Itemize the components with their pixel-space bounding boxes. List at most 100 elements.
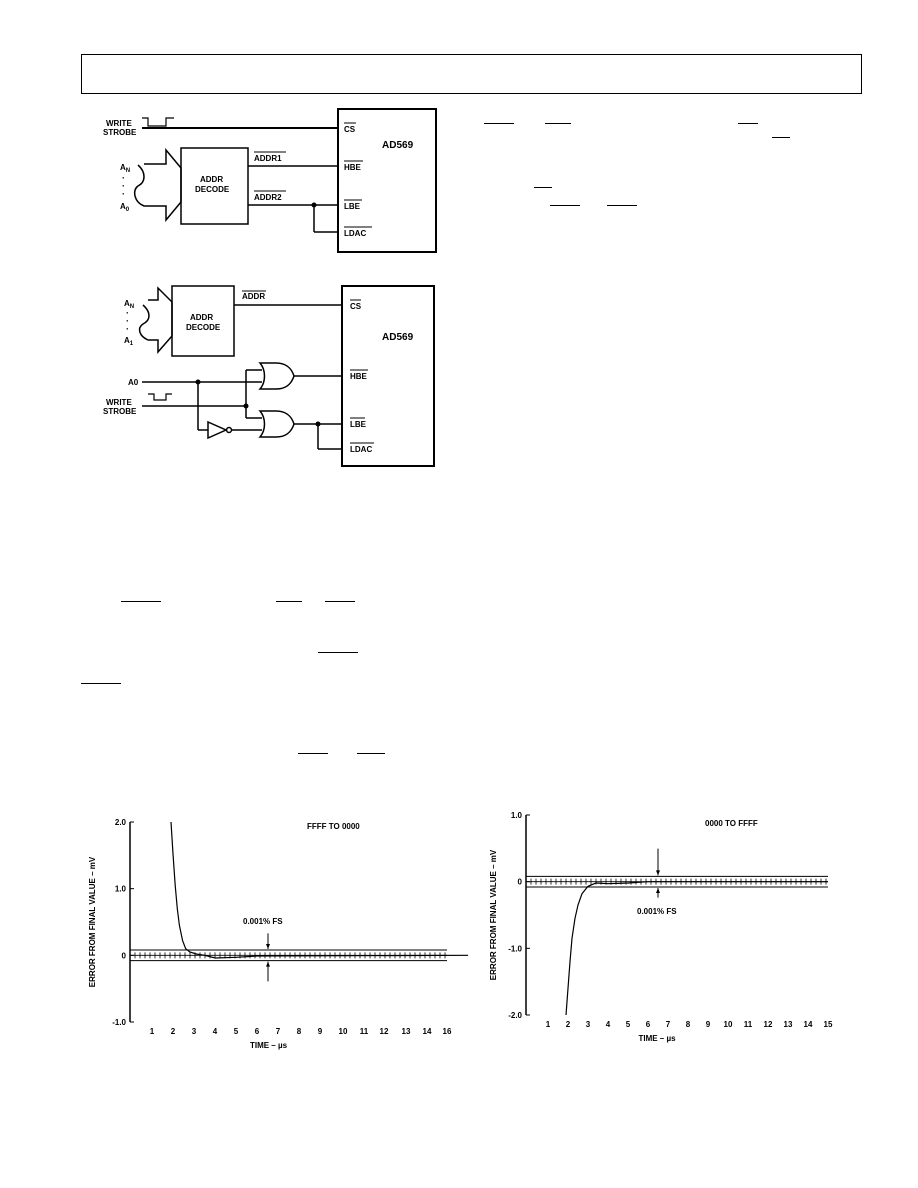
addr2-signal: ADDR2 — [254, 193, 282, 202]
y-tick-label: 1.0 — [115, 885, 127, 894]
chart-title: 0000 TO FFFF — [705, 819, 758, 828]
overline-mark — [534, 187, 552, 188]
overline-mark — [121, 601, 161, 602]
decoder-label-1b: DECODE — [195, 185, 230, 194]
write-label-2: WRITE — [106, 398, 132, 407]
addr1-signal: ADDR1 — [254, 154, 282, 163]
decoder-label-1a: ADDR — [200, 175, 223, 184]
svg-text:·: · — [122, 181, 125, 191]
x-tick-label: 7 — [666, 1020, 671, 1029]
chip-label-1: AD569 — [382, 140, 414, 151]
pin-hbe-2: HBE — [350, 372, 368, 381]
x-tick-label: 2 — [171, 1027, 176, 1036]
overline-mark — [325, 601, 355, 602]
x-tick-label: 12 — [764, 1020, 773, 1029]
x-tick-label: 4 — [606, 1020, 611, 1029]
decoder-label-2b: DECODE — [186, 323, 221, 332]
x-tick-label: 11 — [744, 1020, 753, 1029]
junction-dot — [311, 202, 317, 208]
x-tick-label: 14 — [423, 1027, 432, 1036]
pin-lbe-1: LBE — [344, 202, 361, 211]
tolerance-annotation: 0.001% FS — [637, 907, 677, 916]
strobe-label-1: STROBE — [103, 128, 137, 137]
svg-text:·: · — [126, 308, 129, 318]
x-tick-label: 10 — [724, 1020, 733, 1029]
strobe-label-2: STROBE — [103, 407, 137, 416]
overline-mark — [772, 137, 790, 138]
pin-cs-2: CS — [350, 302, 362, 311]
tolerance-arrowhead — [266, 961, 270, 967]
x-tick-label: 1 — [150, 1027, 155, 1036]
overline-mark — [318, 652, 358, 653]
pin-ldac-2: LDAC — [350, 445, 372, 454]
y-tick-label: 1.0 — [511, 811, 523, 820]
chart-title: FFFF TO 0000 — [307, 822, 360, 831]
svg-text:·: · — [126, 316, 129, 326]
settling-curve — [170, 821, 469, 959]
svg-text:·: · — [122, 189, 125, 199]
y-tick-label: 0 — [518, 878, 523, 887]
diagram-2: AN · · · A1 ADDR DECODE ADDR A0 WRITE ST… — [103, 285, 435, 467]
svg-text:·: · — [122, 173, 125, 183]
x-axis-label: TIME – µs — [250, 1041, 288, 1050]
x-tick-label: 16 — [443, 1027, 452, 1036]
decoder-label-2a: ADDR — [190, 313, 213, 322]
x-tick-label: 8 — [297, 1027, 302, 1036]
x-tick-label: 8 — [686, 1020, 691, 1029]
x-tick-label: 6 — [255, 1027, 260, 1036]
x-tick-label: 3 — [192, 1027, 197, 1036]
x-tick-label: 12 — [380, 1027, 389, 1036]
overline-mark — [276, 601, 302, 602]
y-tick-label: 2.0 — [115, 818, 127, 827]
x-tick-label: 3 — [586, 1020, 591, 1029]
a0-label: A0 — [128, 378, 139, 387]
write-label-1: WRITE — [106, 119, 132, 128]
overline-mark — [607, 205, 637, 206]
overline-mark — [81, 683, 121, 684]
x-tick-label: 9 — [706, 1020, 711, 1029]
y-axis-label: ERROR FROM FINAL VALUE – mV — [88, 856, 97, 987]
tolerance-annotation: 0.001% FS — [243, 917, 283, 926]
pin-lbe-2: LBE — [350, 420, 367, 429]
x-tick-label: 13 — [784, 1020, 793, 1029]
x-tick-label: 7 — [276, 1027, 281, 1036]
addr-bottom-label-2: A1 — [124, 336, 134, 347]
pin-hbe-1: HBE — [344, 163, 362, 172]
y-axis-label: ERROR FROM FINAL VALUE – mV — [489, 849, 498, 980]
tolerance-arrowhead — [656, 870, 660, 876]
header-box — [81, 54, 862, 94]
addr-top-label-2: AN — [124, 299, 134, 310]
x-tick-label: 11 — [360, 1027, 369, 1036]
overline-mark — [545, 123, 571, 124]
overline-mark — [738, 123, 758, 124]
tolerance-arrowhead — [266, 944, 270, 949]
overline-mark — [298, 753, 328, 754]
y-tick-label: -1.0 — [508, 944, 522, 953]
chip-label-2: AD569 — [382, 332, 414, 343]
x-tick-label: 2 — [566, 1020, 571, 1029]
y-tick-label: -1.0 — [112, 1018, 126, 1027]
addr-bottom-label: A0 — [120, 202, 130, 213]
x-tick-label: 10 — [339, 1027, 348, 1036]
x-axis-label: TIME – µs — [638, 1034, 676, 1043]
x-tick-label: 14 — [804, 1020, 813, 1029]
x-tick-label: 6 — [646, 1020, 651, 1029]
overline-mark — [550, 205, 580, 206]
svg-text:·: · — [126, 324, 129, 334]
x-tick-label: 5 — [626, 1020, 631, 1029]
tolerance-arrowhead — [656, 888, 660, 893]
x-tick-label: 1 — [546, 1020, 551, 1029]
x-tick-label: 5 — [234, 1027, 239, 1036]
addr-signal: ADDR — [242, 292, 265, 301]
pin-cs-1: CS — [344, 125, 356, 134]
x-tick-label: 4 — [213, 1027, 218, 1036]
x-tick-label: 9 — [318, 1027, 323, 1036]
x-tick-label: 15 — [824, 1020, 833, 1029]
diagram-1: WRITE STROBE AN · · · A0 ADDR DECODE ADD… — [103, 108, 437, 253]
x-tick-label: 13 — [402, 1027, 411, 1036]
settling-curve — [565, 881, 828, 1016]
y-tick-label: -2.0 — [508, 1011, 522, 1020]
pin-ldac-1: LDAC — [344, 229, 366, 238]
y-tick-label: 0 — [122, 951, 127, 960]
